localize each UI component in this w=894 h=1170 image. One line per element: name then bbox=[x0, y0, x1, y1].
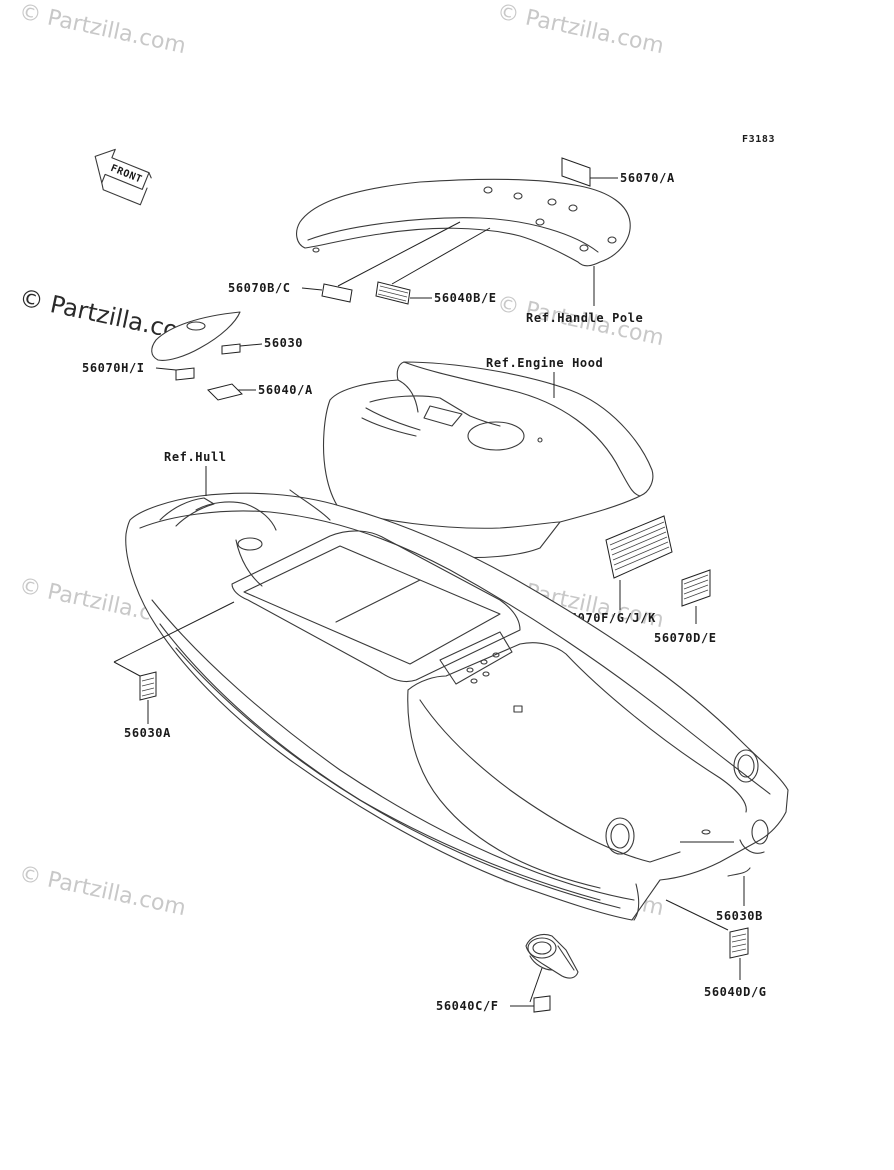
part-label-56040cf: 56040C/F bbox=[436, 999, 499, 1013]
part-label-56040be: 56040B/E bbox=[434, 291, 497, 305]
watermark: © Partzilla.com bbox=[495, 0, 666, 59]
watermark: © Partzilla.com bbox=[17, 0, 188, 59]
part-label-56030: 56030 bbox=[264, 336, 303, 350]
decal-56070a: 56070/A bbox=[561, 157, 675, 187]
decal-56070hi: 56070H/I bbox=[82, 361, 195, 381]
decal-56040be: 56040B/E bbox=[375, 227, 497, 305]
decal-56040a: 56040/A bbox=[207, 383, 313, 401]
pad-part bbox=[151, 311, 241, 361]
decal-hatch bbox=[609, 521, 670, 571]
part-label-56070hi: 56070H/I bbox=[82, 361, 145, 375]
decal-56070de: 56070D/E bbox=[654, 569, 717, 645]
ref-engine-hood-label: Ref.Engine Hood bbox=[486, 356, 603, 370]
watermark: © Partzilla.com bbox=[17, 861, 188, 921]
decal-56040cf: 56040C/F bbox=[436, 967, 551, 1013]
hull-part bbox=[125, 489, 789, 921]
decal-56030: 56030 bbox=[221, 336, 303, 355]
part-label-56070de: 56070D/E bbox=[654, 631, 717, 645]
decal-56030b: 56030B bbox=[680, 841, 763, 923]
nozzle-part bbox=[525, 933, 579, 979]
ref-handle-pole-label: Ref.Handle Pole bbox=[526, 311, 643, 325]
part-label-56070bc: 56070B/C bbox=[228, 281, 291, 295]
part-label-56030b: 56030B bbox=[716, 909, 763, 923]
figure-code: F3183 bbox=[742, 134, 775, 145]
part-label-56040a: 56040/A bbox=[258, 383, 313, 397]
decal-56030a: 56030A bbox=[113, 601, 235, 740]
front-arrow-icon: FRONT bbox=[94, 148, 152, 206]
decal-56040dg: 56040D/G bbox=[665, 899, 767, 999]
ref-hull-label: Ref.Hull bbox=[164, 450, 227, 464]
part-label-56030a: 56030A bbox=[124, 726, 171, 740]
decal-56070bc: 56070B/C bbox=[228, 221, 461, 303]
part-label-56070a: 56070/A bbox=[620, 171, 675, 185]
handle-pole-part bbox=[296, 178, 631, 267]
part-label-56040dg: 56040D/G bbox=[704, 985, 767, 999]
